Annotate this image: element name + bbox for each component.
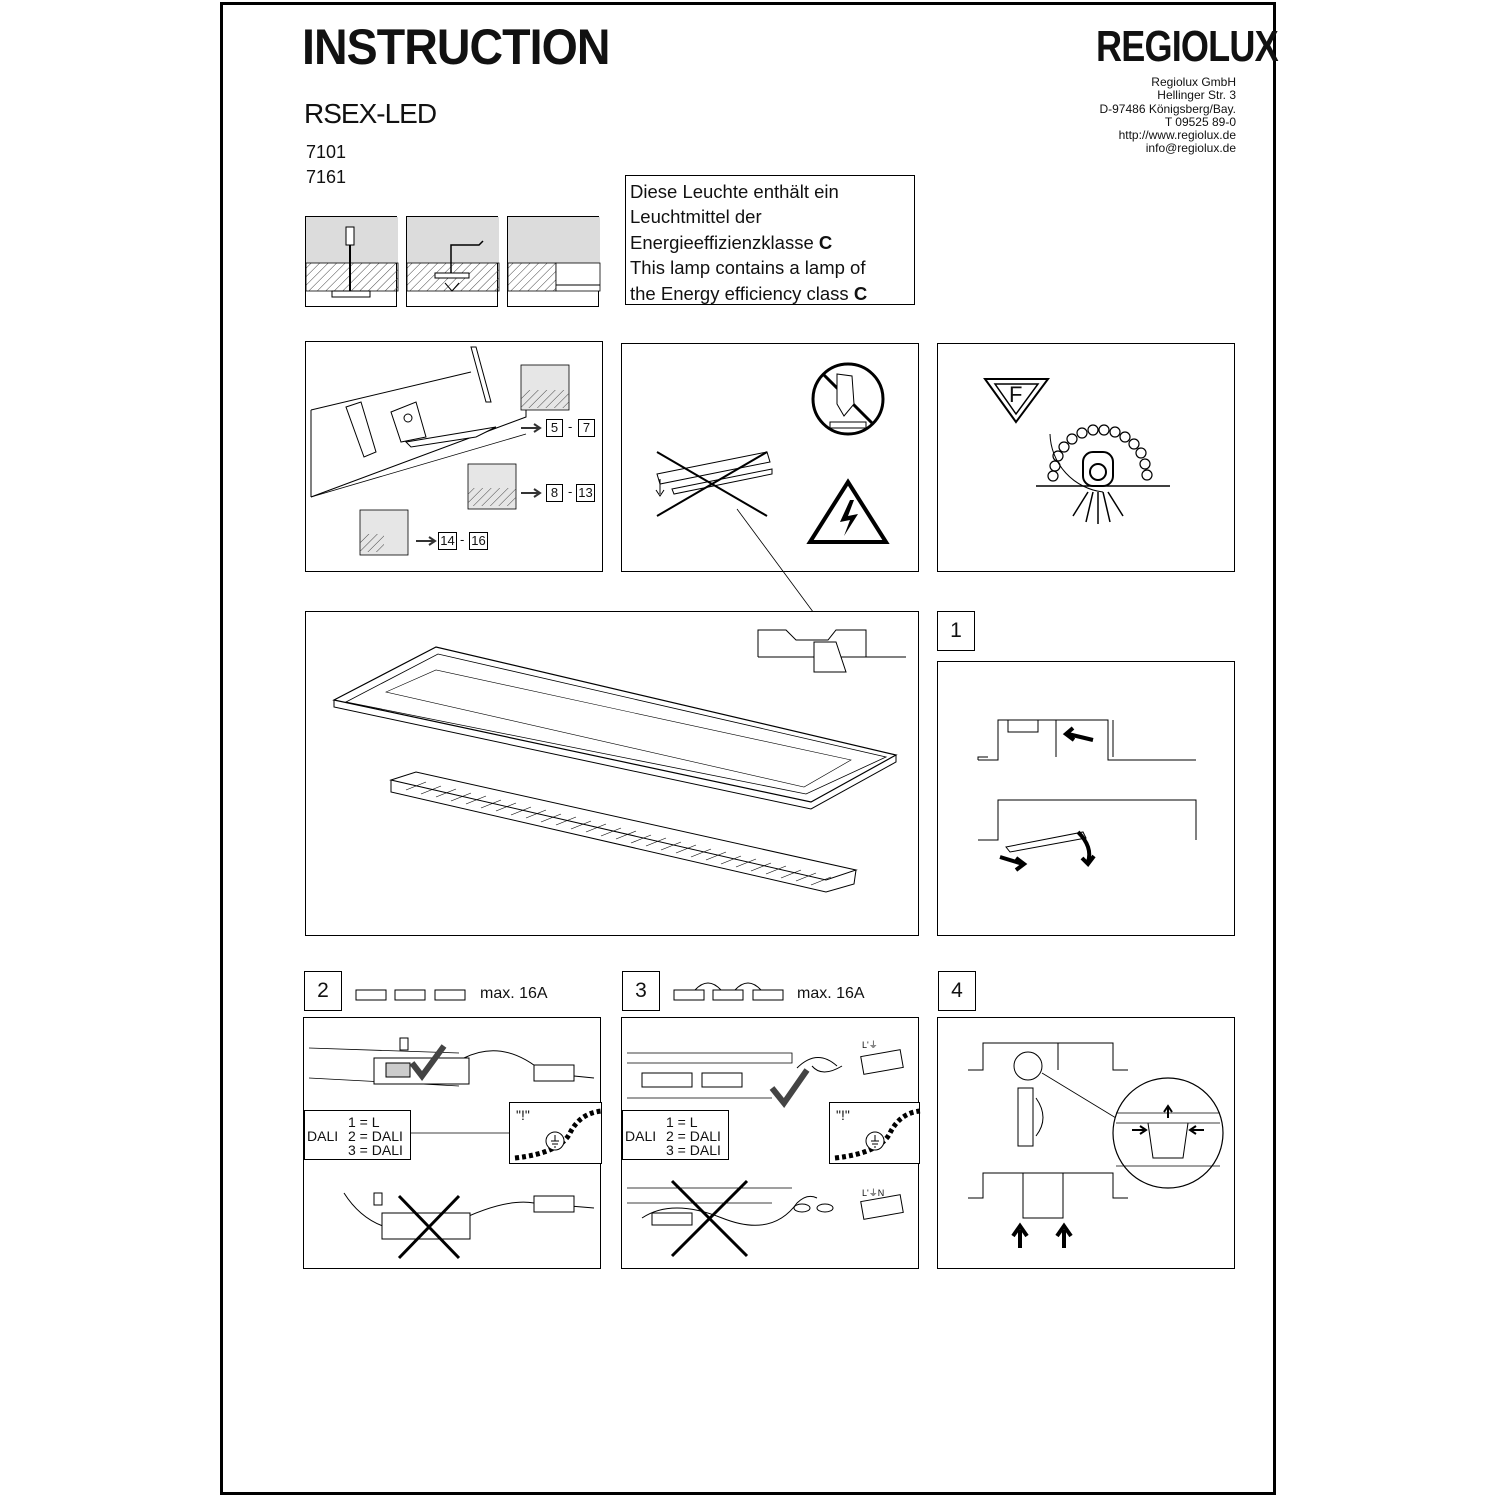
step-number: 1 — [937, 611, 975, 651]
ceiling-type-board-icon — [507, 216, 601, 307]
document-title: INSTRUCTION — [302, 19, 610, 75]
energy-line: This lamp contains a lamp of — [630, 257, 866, 279]
ref-dash: - — [568, 484, 573, 499]
product-code: 7161 — [306, 167, 347, 187]
warning-mark: "!" — [836, 1107, 850, 1123]
ceiling-type-t-bar-icon — [305, 216, 399, 307]
checkmark-icon — [409, 1044, 447, 1081]
product-model: RSEX-LED — [304, 98, 437, 129]
ceiling-type-plaster-icon — [406, 216, 500, 307]
step4-panel — [937, 1017, 1235, 1269]
dali-label: DALI — [307, 1128, 339, 1144]
brand-logo: REGIOLUX — [1096, 22, 1279, 71]
ref-box: 16 — [469, 532, 488, 550]
dali-label: DALI — [625, 1128, 657, 1144]
address-line: Regiolux GmbH — [1151, 75, 1236, 89]
ref-dash: - — [568, 419, 573, 434]
address-line: T 09525 89-0 — [1164, 114, 1236, 129]
warning-mark: "!" — [516, 1107, 530, 1123]
energy-line: Energieeffizienzklasse C — [630, 231, 833, 253]
f-mark-panel: F — [937, 343, 1235, 572]
max-current-label: max. 16A — [480, 985, 548, 1002]
energy-class-notice: Diese Leuchte enthält ein Leuchtmittel d… — [625, 175, 915, 305]
energy-class-en: C — [853, 282, 868, 304]
step3-panel: L'⏚ L'⏚N 1 = L DALI 2 = DALI 3 = DALI "!… — [621, 1017, 921, 1269]
address-email: info@regiolux.de — [1145, 141, 1236, 156]
product-code: 7101 — [306, 142, 347, 162]
safety-warnings-panel — [621, 343, 919, 625]
ref-box: 8 — [546, 484, 563, 502]
step-number: 2 — [304, 971, 342, 1011]
dali-wiring-legend: 1 = L DALI 2 = DALI 3 = DALI — [304, 1110, 411, 1160]
earth-warning-box: "!" — [829, 1102, 921, 1164]
ref-dash: - — [460, 532, 465, 547]
ref-box: 13 — [576, 484, 595, 502]
energy-class-de: C — [818, 231, 833, 253]
earth-warning-box: "!" — [509, 1102, 603, 1164]
wago-connector-icon — [355, 989, 466, 1001]
checkmark-icon — [769, 1068, 810, 1109]
max-current-label: max. 16A — [797, 985, 865, 1002]
hand-icon — [836, 373, 855, 417]
energy-line: Diese Leuchte enthält ein — [630, 181, 839, 202]
step2-panel: 1 = L DALI 2 = DALI 3 = DALI "!" — [303, 1017, 603, 1269]
step1-panel — [937, 661, 1235, 936]
f-mark-letter: F — [1009, 382, 1023, 407]
terminal-label: L'⏚ — [862, 1040, 878, 1050]
terminal-label: L'⏚N — [862, 1188, 885, 1198]
company-address: Regiolux GmbH Hellinger Str. 3 D-97486 K… — [1099, 75, 1236, 156]
energy-line: Leuchtmittel der — [630, 206, 762, 228]
address-website: http://www.regiolux.de — [1118, 128, 1236, 143]
energy-line: the Energy efficiency class C — [630, 282, 868, 304]
step-number: 3 — [622, 971, 660, 1011]
ref-box: 14 — [438, 532, 457, 550]
document-sheet — [220, 2, 1276, 1495]
lightning-icon — [840, 500, 858, 536]
address-line: Hellinger Str. 3 — [1157, 88, 1236, 103]
dali-wiring-legend: 1 = L DALI 2 = DALI 3 = DALI — [622, 1110, 729, 1160]
ref-box: 7 — [578, 419, 595, 437]
screw-terminal-icon — [673, 982, 784, 1001]
ref-box: 5 — [546, 419, 563, 437]
step-number: 4 — [938, 971, 976, 1011]
luminaire-overview-panel — [305, 611, 919, 936]
mounting-overview-panel: 5 - 7 8 - 13 14 - 16 — [305, 341, 603, 572]
address-line: D-97486 Königsberg/Bay. — [1099, 101, 1236, 116]
